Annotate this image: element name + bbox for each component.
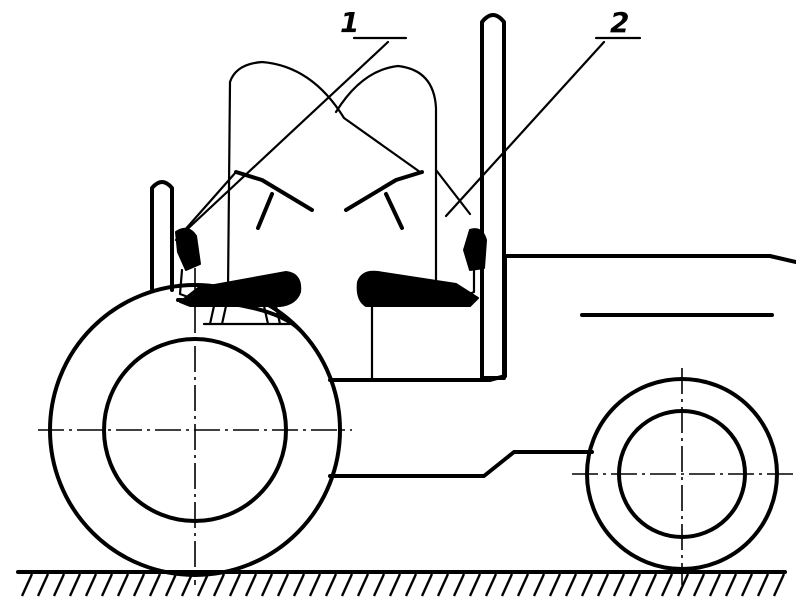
ground <box>16 570 787 597</box>
left-operator-forearm <box>256 192 274 230</box>
callout-2-leader <box>444 40 606 218</box>
right-rops-post <box>480 13 506 380</box>
seat-back-right <box>334 64 438 292</box>
callout-label-1: 1 <box>340 6 359 39</box>
left-rops-post <box>150 180 174 292</box>
left-armrest-pad <box>175 227 201 271</box>
ground-hatching <box>20 573 786 597</box>
left-seat-support <box>202 304 292 326</box>
right-armrest-pad <box>463 228 487 271</box>
envelope-line-right-lower <box>434 168 472 216</box>
seat-cushion-left <box>179 271 302 307</box>
right-operator-forearm <box>384 192 404 230</box>
callout-label-2: 2 <box>610 6 629 39</box>
envelope-line-left-lower <box>174 170 238 242</box>
chassis-lower-line <box>328 450 594 478</box>
hood-top <box>503 254 796 264</box>
left-operator-arm <box>234 170 314 212</box>
rear-wheel <box>38 268 352 585</box>
cab-floor <box>328 374 507 382</box>
callout-1-leader <box>178 40 390 238</box>
seat-cushion-right <box>356 270 479 307</box>
front-wheel <box>572 368 796 585</box>
seat-back-left <box>226 60 422 292</box>
right-operator-arm <box>344 170 424 212</box>
